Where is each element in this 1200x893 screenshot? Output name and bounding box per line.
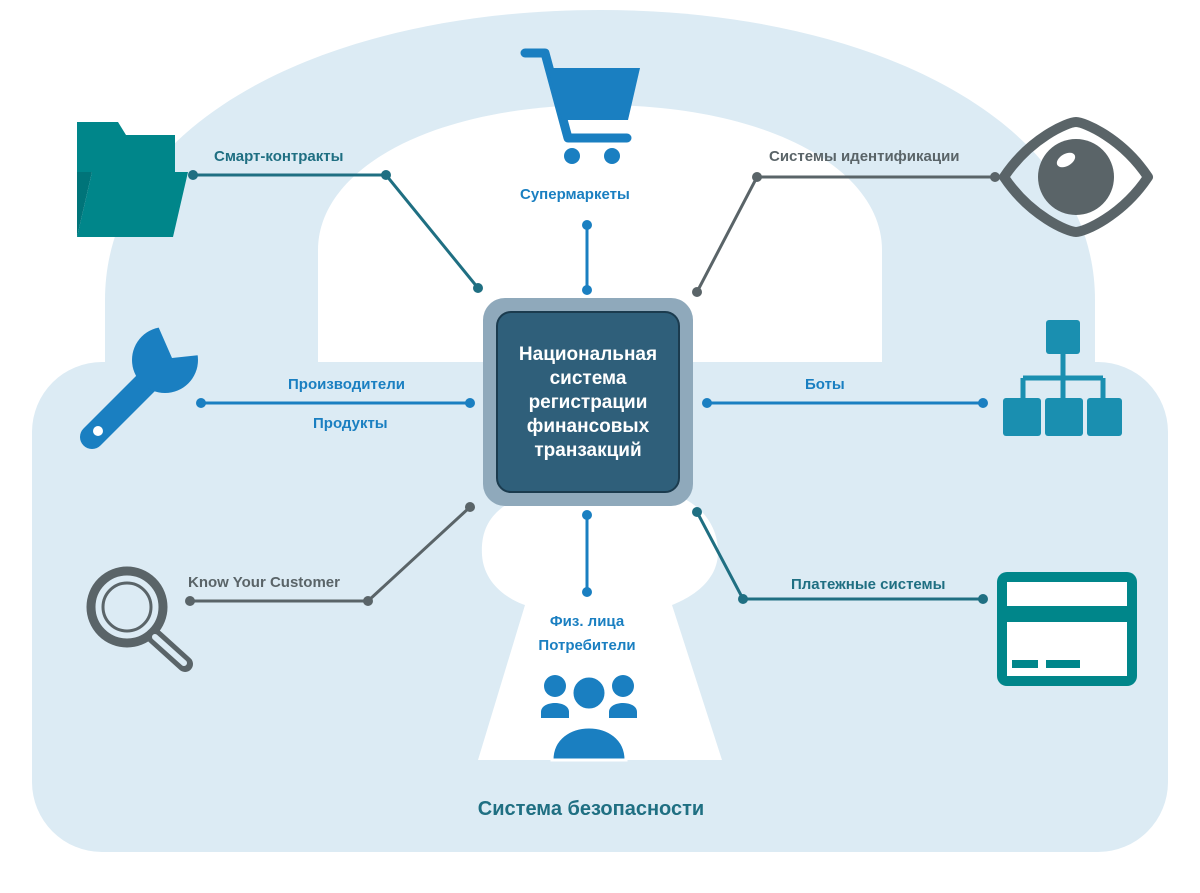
people-icon (541, 674, 637, 762)
label-bots: Боты (805, 376, 845, 393)
wrench-icon (80, 326, 200, 449)
label-individuals: Физ. лица (550, 613, 625, 630)
center-line-2: система (550, 368, 627, 389)
label-products: Продукты (313, 415, 388, 432)
label-consumers: Потребители (538, 637, 635, 654)
label-identification: Системы идентификации (769, 148, 960, 165)
center-line-4: финансовых (527, 416, 650, 437)
label-smart-contracts: Смарт-контракты (214, 148, 343, 165)
label-producers: Производители (288, 376, 405, 393)
center-node: Национальная система регистрации финансо… (483, 298, 693, 506)
label-security-system: Система безопасности (478, 798, 704, 820)
center-line-5: транзакций (534, 440, 641, 461)
shopping-cart-icon (520, 48, 640, 164)
magnifier-icon (86, 566, 193, 672)
center-line-3: регистрации (529, 392, 648, 413)
center-line-1: Национальная (519, 344, 657, 365)
label-supermarkets: Супермаркеты (520, 186, 630, 203)
connector-dots (185, 170, 1000, 606)
credit-card-icon (997, 572, 1137, 686)
connectors (190, 173, 995, 603)
label-payments: Платежные системы (791, 576, 945, 593)
label-kyc: Know Your Customer (188, 574, 340, 591)
padlock-background (32, 10, 1168, 852)
folder-icon (77, 122, 188, 237)
org-chart-icon (1003, 320, 1122, 436)
eye-icon (999, 117, 1153, 237)
